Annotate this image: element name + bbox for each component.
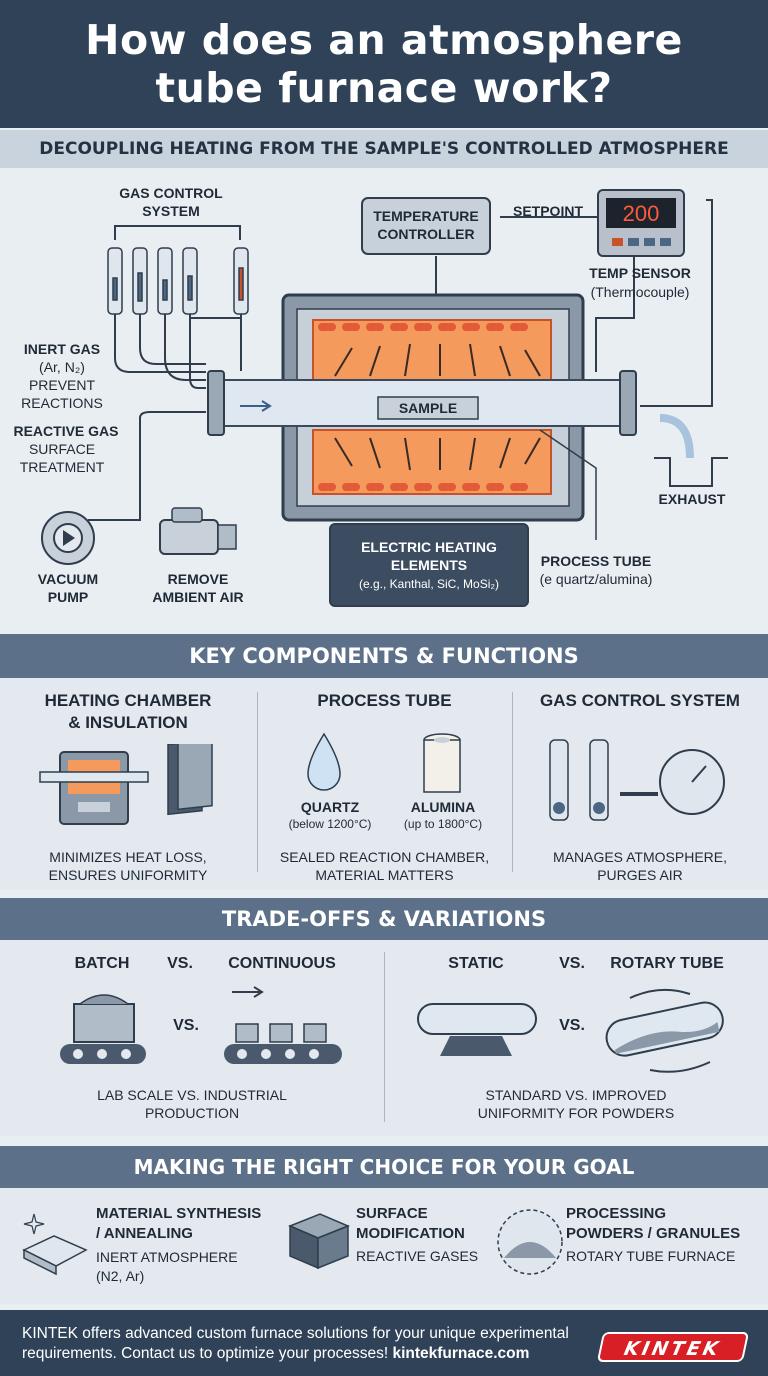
- alumina-label: ALUMINA: [410, 799, 476, 815]
- tube-materials-icon: [307, 732, 461, 793]
- tradeoffs-panel: BATCH VS. CONTINUOUS VS. LAB SCALE VS. I…: [0, 940, 768, 1136]
- setpoint-label: SETPOINT: [513, 203, 583, 219]
- goal1-desc: INERT ATMOSPHERE(N2, Ar): [96, 1249, 238, 1284]
- quartz-label: QUARTZ: [300, 799, 360, 815]
- page-title-line2: tube furnace work?: [155, 64, 613, 112]
- process-tube-label-1: PROCESS TUBE: [541, 553, 651, 569]
- alumina-cylinder-icon: [423, 739, 461, 793]
- goal1-title: MATERIAL SYNTHESIS/ ANNEALING: [96, 1205, 262, 1242]
- quartz-drop-icon: [307, 732, 341, 791]
- temp-sensor-label-2: (Thermocouple): [591, 284, 690, 300]
- inert-gas-label-3: PREVENT: [29, 377, 96, 393]
- goal3-desc: ROTARY TUBE FURNACE: [566, 1248, 736, 1264]
- reactive-gas-label-2: SURFACE: [29, 441, 95, 457]
- kintek-logo: KINTEK: [596, 1332, 750, 1362]
- tube-flange-right: [619, 370, 637, 436]
- static-label: STATIC: [448, 955, 504, 972]
- heating-coils: [318, 323, 528, 491]
- inert-gas-label-2: (Ar, N₂): [39, 359, 85, 375]
- batch-continuous-icons: [60, 986, 342, 1064]
- goal2-desc: REACTIVE GASES: [356, 1248, 479, 1264]
- flow-meters: [107, 247, 249, 315]
- remove-air-label-2: AMBIENT AIR: [152, 589, 243, 605]
- display-value: 200: [623, 201, 660, 226]
- gas-pipes: [88, 199, 713, 521]
- heating-elements-label-2: ELEMENTS: [391, 557, 467, 573]
- process-tube-label-2: (e quartz/alumina): [540, 571, 653, 587]
- heating-chamber-icon: [39, 744, 213, 825]
- vacuum-pump-label-2: PUMP: [48, 589, 88, 605]
- vs-label-3: VS.: [559, 955, 585, 972]
- inert-gas-label-1: INERT GAS: [24, 341, 100, 357]
- heating-chamber-title: HEATING CHAMBER& INSULATION: [44, 691, 212, 732]
- diagram-subtitle: DECOUPLING HEATING FROM THE SAMPLE'S CON…: [0, 130, 768, 168]
- surface-icon: [288, 1213, 350, 1270]
- title-bar: How does an atmosphere tube furnace work…: [0, 0, 768, 128]
- tube-flange-left: [207, 370, 225, 436]
- sample-label: SAMPLE: [399, 400, 457, 416]
- process-tube-title: PROCESS TUBE: [317, 691, 452, 710]
- vacuum-pump-label-1: VACUUM: [38, 571, 98, 587]
- pump-motor-icon: [159, 519, 219, 555]
- heat-arrows: [334, 343, 541, 471]
- gas-control-icon: [549, 739, 725, 821]
- temp-sensor-label-1: TEMP SENSOR: [589, 265, 691, 281]
- batch-label: BATCH: [74, 955, 130, 972]
- exhaust-label: EXHAUST: [659, 491, 726, 507]
- sample-block: [377, 396, 479, 420]
- heating-elements-label-1: ELECTRIC HEATING: [361, 539, 497, 555]
- remove-air-label-1: REMOVE: [168, 571, 229, 587]
- footer: KINTEK offers advanced custom furnace so…: [0, 1310, 768, 1376]
- vs-label-1: VS.: [167, 955, 193, 972]
- website-link[interactable]: kintekfurnace.com: [392, 1345, 530, 1362]
- gas-control-title: GAS CONTROL SYSTEM: [540, 691, 740, 710]
- quartz-note: (below 1200°C): [288, 817, 372, 831]
- vs-label-2: VS.: [173, 1017, 199, 1034]
- footer-text: KINTEK offers advanced custom furnace so…: [22, 1325, 569, 1362]
- components-panel: HEATING CHAMBER& INSULATION MINIMIZES HE…: [0, 678, 768, 890]
- reactive-gas-label-1: REACTIVE GAS: [13, 423, 118, 439]
- gas-control-label-1: GAS CONTROL: [119, 185, 223, 201]
- page-title-line1: How does an atmosphere: [85, 16, 683, 64]
- vs-label-4: VS.: [559, 1017, 585, 1034]
- diagram-panel: SAMPLE TEMPERATURE CONTROLLER: [0, 168, 768, 630]
- temperature-controller: [361, 197, 491, 255]
- rotary-label: ROTARY TUBE: [610, 955, 724, 972]
- heating-elements-box: [329, 523, 529, 607]
- synthesis-icon: [22, 1213, 88, 1276]
- gas-control-label-2: SYSTEM: [142, 203, 200, 219]
- choice-panel: MATERIAL SYNTHESIS/ ANNEALING INERT ATMO…: [0, 1188, 768, 1304]
- inert-gas-label-4: REACTIONS: [21, 395, 103, 411]
- heating-chamber-desc: MINIMIZES HEAT LOSS,ENSURES UNIFORMITY: [48, 849, 208, 883]
- furnace-diagram: SAMPLE TEMPERATURE CONTROLLER: [13, 185, 728, 607]
- heating-elements-label-3: (e.g., Kanthal, SiC, MoSi₂): [359, 577, 499, 591]
- reactive-gas-label-3: TREATMENT: [20, 459, 105, 475]
- tradeoffs-title: TRADE-OFFS & VARIATIONS: [0, 898, 768, 940]
- alumina-note: (up to 1800°C): [403, 817, 483, 831]
- components-title: KEY COMPONENTS & FUNCTIONS: [0, 634, 768, 678]
- static-rotary-icons: [417, 988, 724, 1073]
- temp-controller-label-1: TEMPERATURE: [373, 208, 479, 224]
- choice-title: MAKING THE RIGHT CHOICE FOR YOUR GOAL: [0, 1146, 768, 1188]
- continuous-label: CONTINUOUS: [228, 955, 336, 972]
- upper-heat-zone: [312, 319, 552, 387]
- gas-control-desc: MANAGES ATMOSPHERE,PURGES AIR: [553, 849, 727, 883]
- process-tube-desc: SEALED REACTION CHAMBER,MATERIAL MATTERS: [279, 849, 490, 883]
- temp-controller-label-2: CONTROLLER: [377, 226, 474, 242]
- powder-icon: [497, 1209, 563, 1275]
